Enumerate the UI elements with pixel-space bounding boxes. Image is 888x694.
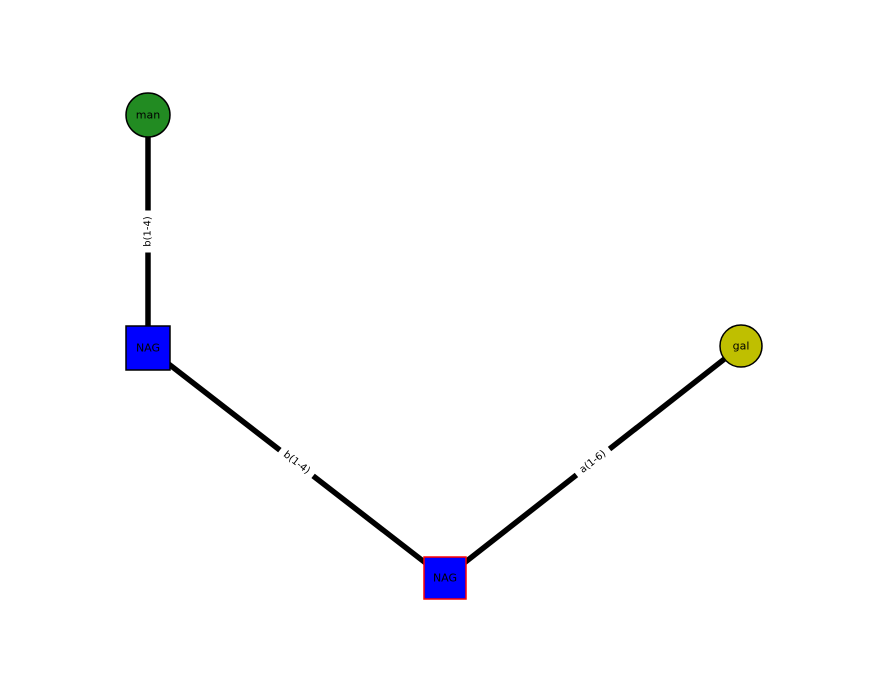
node-shape-square [125, 325, 171, 371]
edge-label-text: b(1-4) [143, 216, 154, 247]
node-nag1: NAG [125, 325, 171, 371]
edge-label-nag1-nag2: b(1-4) [275, 444, 318, 482]
edge-label-background [141, 210, 155, 253]
edge-label-man-nag1: b(1-4) [141, 210, 155, 253]
node-label: NAG [136, 342, 160, 355]
node-shape-square [423, 556, 467, 600]
edge-label-nag2-gal: a(1-6) [572, 443, 614, 481]
node-label: man [136, 109, 160, 122]
node-man: man [125, 92, 171, 138]
edge-label-background [275, 444, 318, 482]
node-shape-circle [719, 324, 763, 368]
node-shape-circle [125, 92, 171, 138]
node-label: gal [733, 340, 750, 353]
node-gal: gal [719, 324, 763, 368]
node-label: NAG [433, 572, 457, 585]
edge-label-background [572, 443, 614, 481]
node-nag2: NAG [423, 556, 467, 600]
